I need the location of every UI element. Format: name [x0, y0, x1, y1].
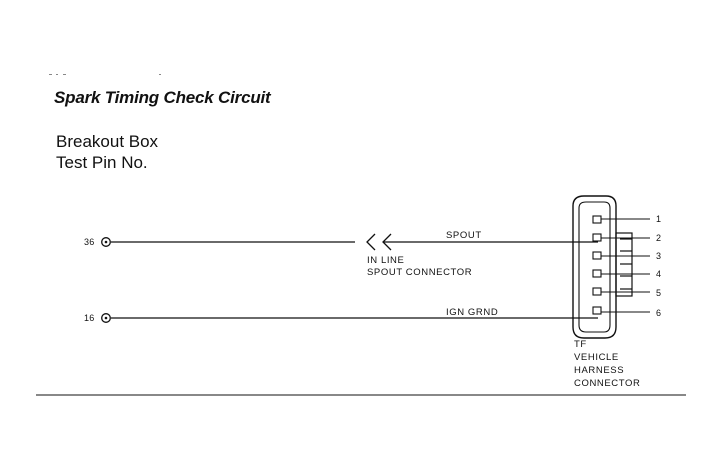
vehicle-harness-connector	[572, 195, 617, 339]
test-pin-36-terminal	[101, 237, 111, 247]
speckle-mark	[49, 74, 52, 75]
subtitle-breakout-box: Breakout Box	[56, 132, 159, 151]
test-pin-16-terminal	[101, 313, 111, 323]
terminal-jumper-bar	[615, 232, 633, 297]
connector-terminals	[592, 215, 602, 315]
diagram-title: Spark Timing Check Circuit	[54, 88, 271, 107]
terminal-number-6: 6	[656, 308, 661, 318]
test-pin-36-label: 36	[84, 237, 94, 247]
speckle-mark	[159, 74, 161, 75]
terminal-leader-lines	[601, 218, 650, 313]
speckle-mark	[63, 74, 66, 75]
harness-connector-label-line1: TF	[574, 339, 587, 350]
terminal-number-1: 1	[656, 214, 661, 224]
spout-wire-label: SPOUT	[446, 230, 482, 241]
harness-connector-label-line4: CONNECTOR	[574, 378, 640, 389]
terminal-number-3: 3	[656, 251, 661, 261]
harness-connector-label-line2: VEHICLE	[574, 352, 619, 363]
inline-connector-label-line1: IN LINE	[367, 255, 404, 266]
test-pin-16-label: 16	[84, 313, 94, 323]
terminal-number-5: 5	[656, 288, 661, 298]
subtitle-test-pin-no: Test Pin No.	[56, 153, 148, 172]
harness-connector-label-line3: HARNESS	[574, 365, 624, 376]
speckle-mark	[56, 74, 58, 75]
inline-connector-label-line2: SPOUT CONNECTOR	[367, 267, 472, 278]
terminal-number-4: 4	[656, 269, 661, 279]
ign-grnd-wire-label: IGN GRND	[446, 307, 498, 318]
terminal-number-2: 2	[656, 233, 661, 243]
